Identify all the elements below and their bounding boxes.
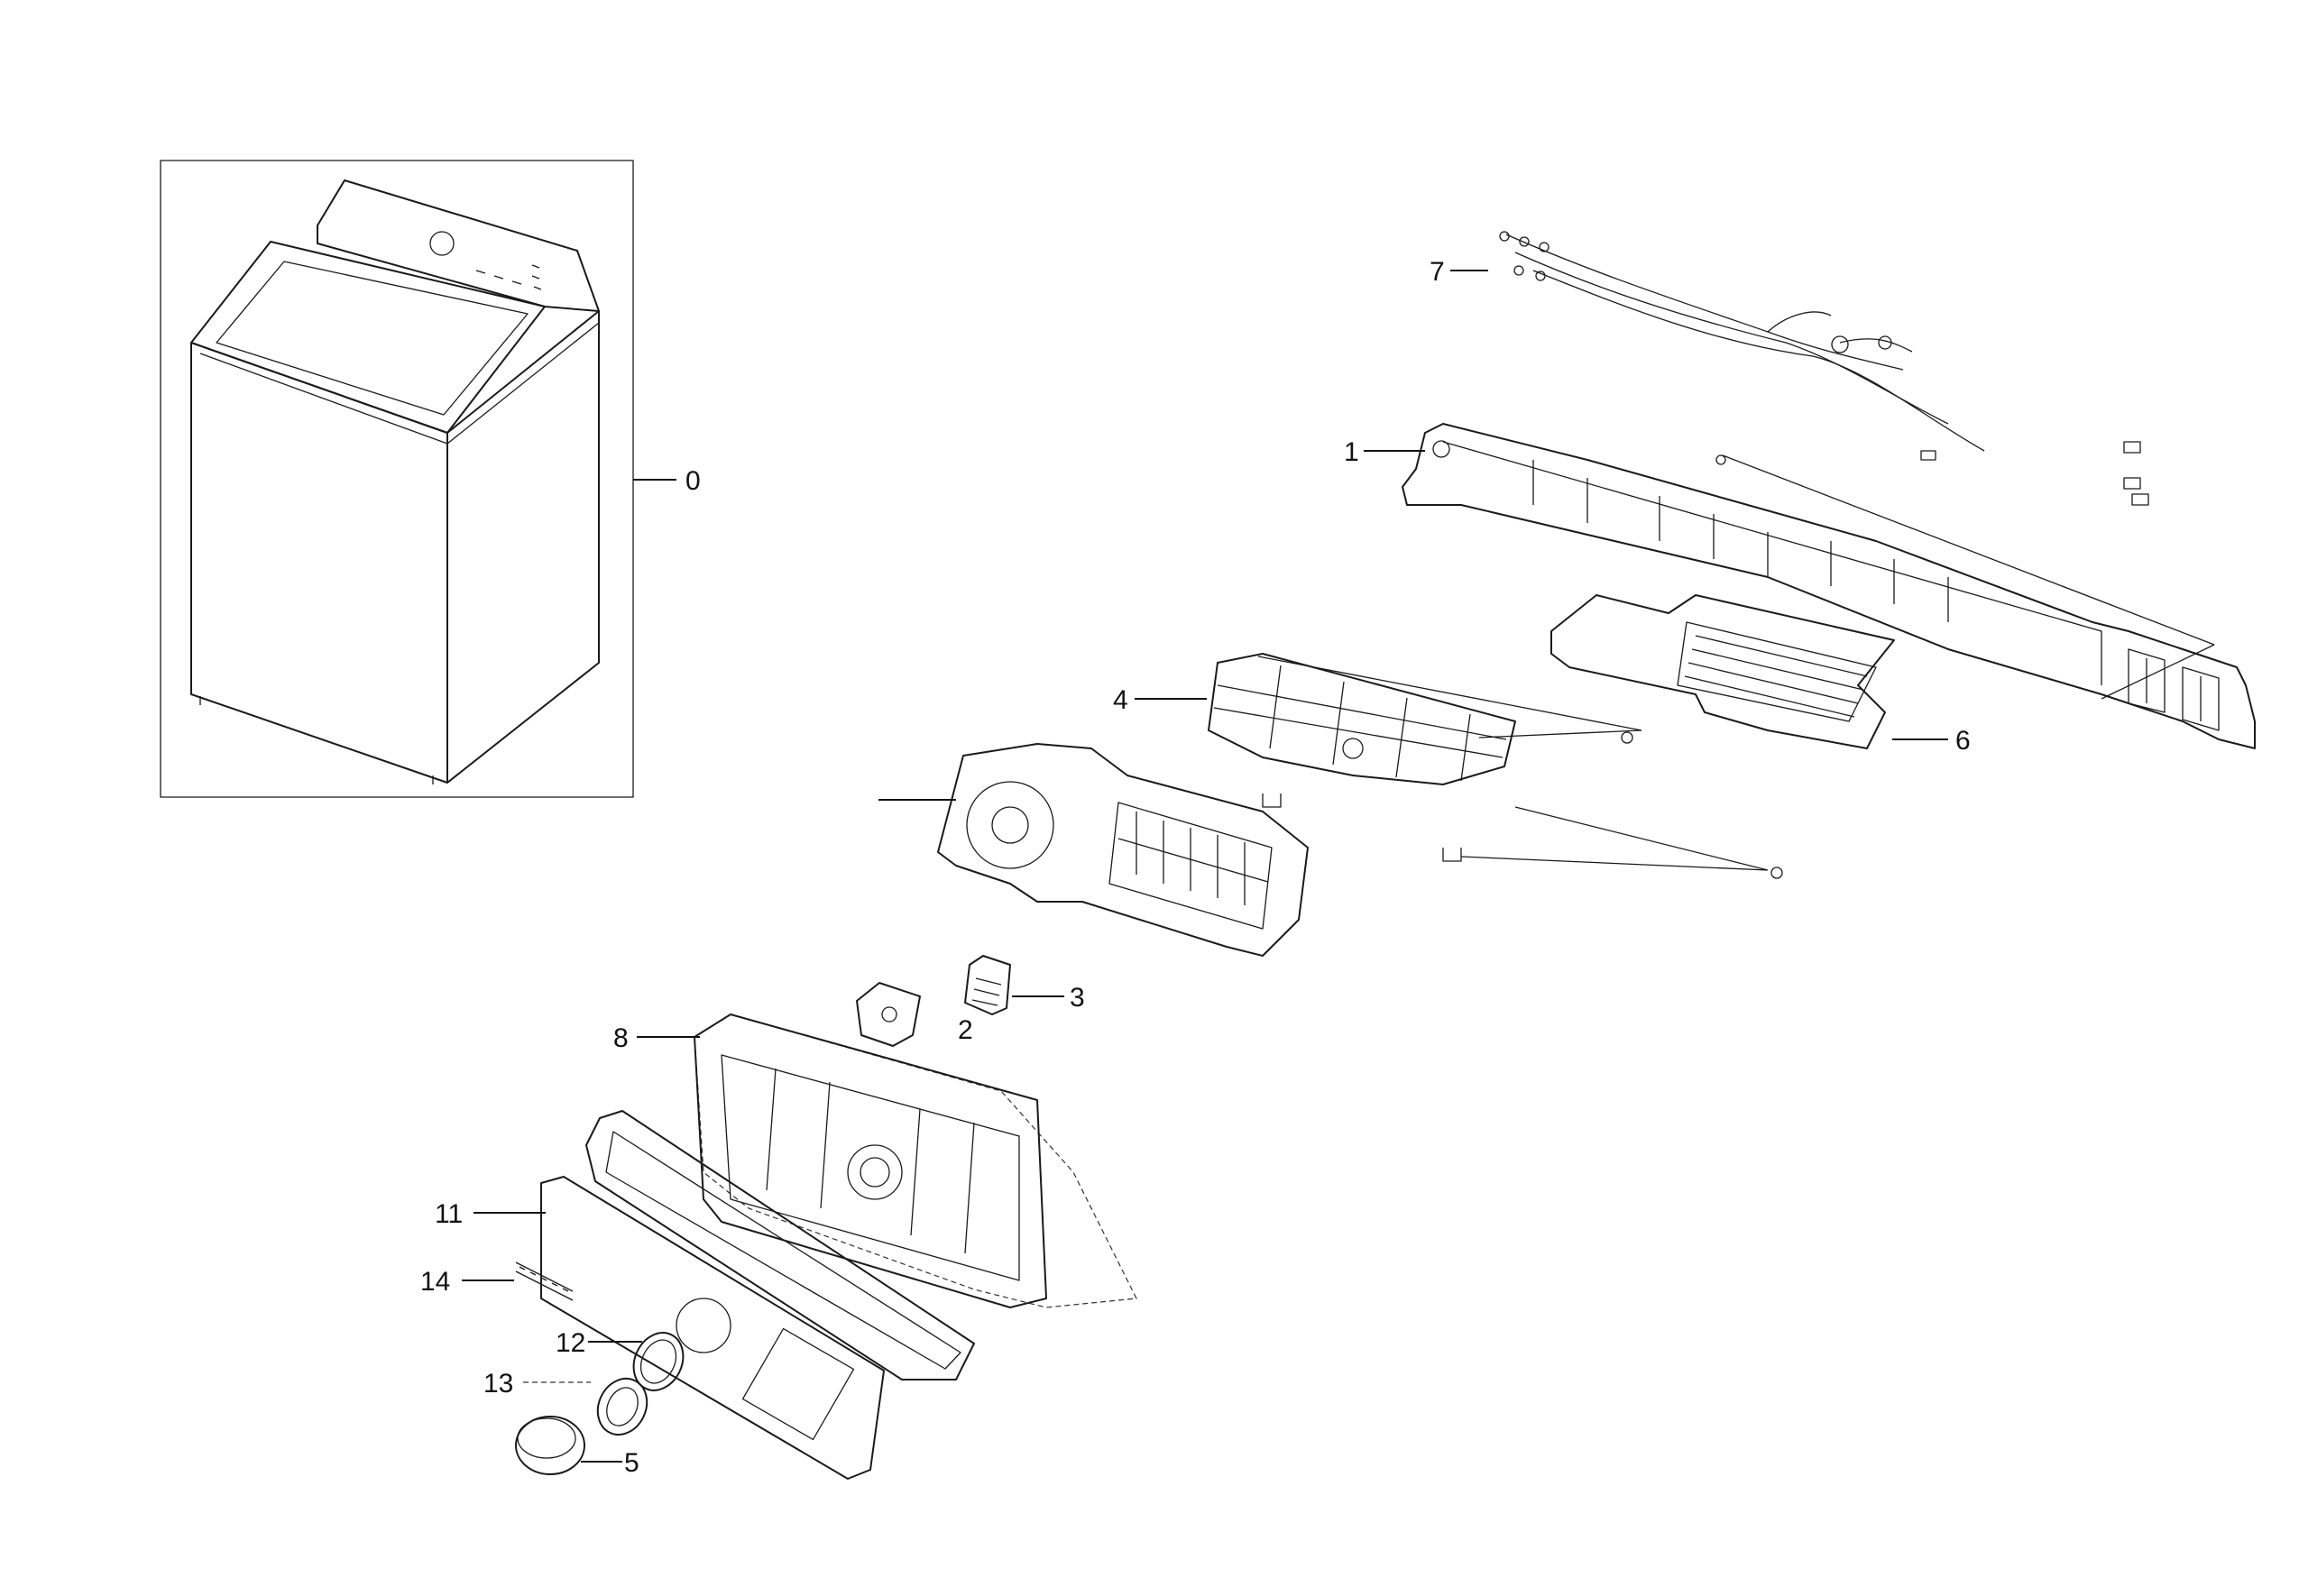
bracket-grille-lines — [1684, 635, 1868, 718]
bracket-outline — [1550, 594, 1895, 749]
ring-outer — [632, 1332, 685, 1391]
panel-knob-hole — [676, 1298, 731, 1353]
pcb-relay-blocks — [1117, 812, 1269, 905]
part-8-panel-housing: 8 — [613, 1014, 1137, 1308]
washer-feet — [199, 696, 434, 784]
callout-1: 1 — [1344, 437, 1359, 467]
harness-wire-a — [1505, 234, 1904, 371]
panel-display-window — [741, 1327, 855, 1441]
pcb-encoder-core — [991, 806, 1029, 844]
callout-11: 12 — [556, 1328, 585, 1358]
skirt-inner — [606, 1387, 639, 1426]
callout-6: 6 — [1955, 726, 1971, 756]
screw-a — [1621, 731, 1633, 744]
bracket-grille — [1677, 621, 1877, 722]
callout-8: 8 — [613, 1023, 629, 1053]
part-7-wire-harness: 7 — [1430, 231, 2149, 506]
callout-0: 0 — [685, 466, 701, 496]
plate-center-hole — [1342, 738, 1364, 759]
harness-wire-b — [1514, 252, 1949, 425]
panel-front-face — [540, 1176, 885, 1480]
part-12-knob-skirt: 13 — [483, 1369, 648, 1436]
callout-3: 3 — [1070, 983, 1085, 1013]
frame-ribs — [1532, 460, 1949, 622]
callout-4: 4 — [1113, 685, 1128, 715]
housing-frame — [694, 1014, 1047, 1308]
callout-13: 14 — [420, 1267, 450, 1297]
washer-frame-box — [160, 160, 634, 798]
harness-wire-c — [1532, 270, 1985, 452]
module-grille — [971, 977, 1002, 1006]
washer-control-panel — [317, 179, 600, 312]
washer-front-face — [190, 342, 448, 784]
pcb-board-outline — [937, 743, 1309, 957]
part-14-main-pcb — [878, 743, 1309, 957]
plate-grid — [1213, 665, 1507, 782]
part-5-knob-cap: 5 — [515, 1416, 639, 1478]
part-0-washer: 0 — [160, 160, 701, 798]
frame-inner-edge — [1442, 441, 2102, 685]
plate-tabs — [1262, 793, 1462, 862]
washer-dial — [429, 231, 455, 256]
cap-rim — [515, 1416, 585, 1475]
callout-10: 11 — [435, 1199, 463, 1229]
harness-wire-e — [1839, 338, 1913, 353]
callout-2: 2 — [958, 1015, 973, 1045]
frame-outline — [1402, 423, 2256, 749]
part-13-badge: 14 — [420, 1261, 574, 1301]
frame-end-slots — [2146, 658, 2202, 721]
washer-lid — [190, 241, 546, 434]
washer-lid-edge — [199, 322, 600, 445]
callout-7: 7 — [1430, 257, 1445, 287]
cap-face — [517, 1417, 576, 1459]
washer-lid-glass — [216, 261, 529, 416]
pcb-component-area — [1108, 802, 1273, 930]
assembly-guide-lines-1 — [1722, 454, 2215, 700]
housing-knob-seat — [847, 1144, 903, 1200]
plate-guide-lines — [1257, 656, 1769, 871]
bezel-inner — [605, 1131, 961, 1370]
callout-5: 5 — [624, 1448, 639, 1478]
badge-lettering-marks — [515, 1261, 574, 1301]
module-body — [964, 955, 1011, 1015]
screw-b — [1770, 867, 1783, 879]
housing-outline — [694, 1014, 1137, 1308]
part-4-cover-plate: 4 — [1113, 653, 1783, 879]
switch-body — [856, 982, 921, 1047]
harness-wire-d — [1767, 311, 1832, 333]
housing-ribs — [766, 1068, 975, 1254]
part-6-pcb-bracket: 6 — [1550, 594, 1971, 756]
washer-panel-buttons — [475, 264, 542, 290]
callout-12: 13 — [483, 1369, 513, 1399]
part-11-knob-ring: 12 — [556, 1328, 685, 1391]
ring-inner — [639, 1339, 677, 1384]
plate-outline — [1208, 653, 1516, 785]
part-2-switch: 2 — [856, 982, 973, 1047]
bezel-outer — [585, 1110, 975, 1380]
housing-inner — [721, 1054, 1020, 1281]
washer-side-face — [446, 310, 600, 784]
pcb-encoder-ring — [966, 781, 1054, 869]
part-3-module: 3 — [964, 955, 1085, 1015]
skirt-outer — [596, 1377, 648, 1436]
part-10-panel-bezel: 11 — [435, 1110, 975, 1480]
